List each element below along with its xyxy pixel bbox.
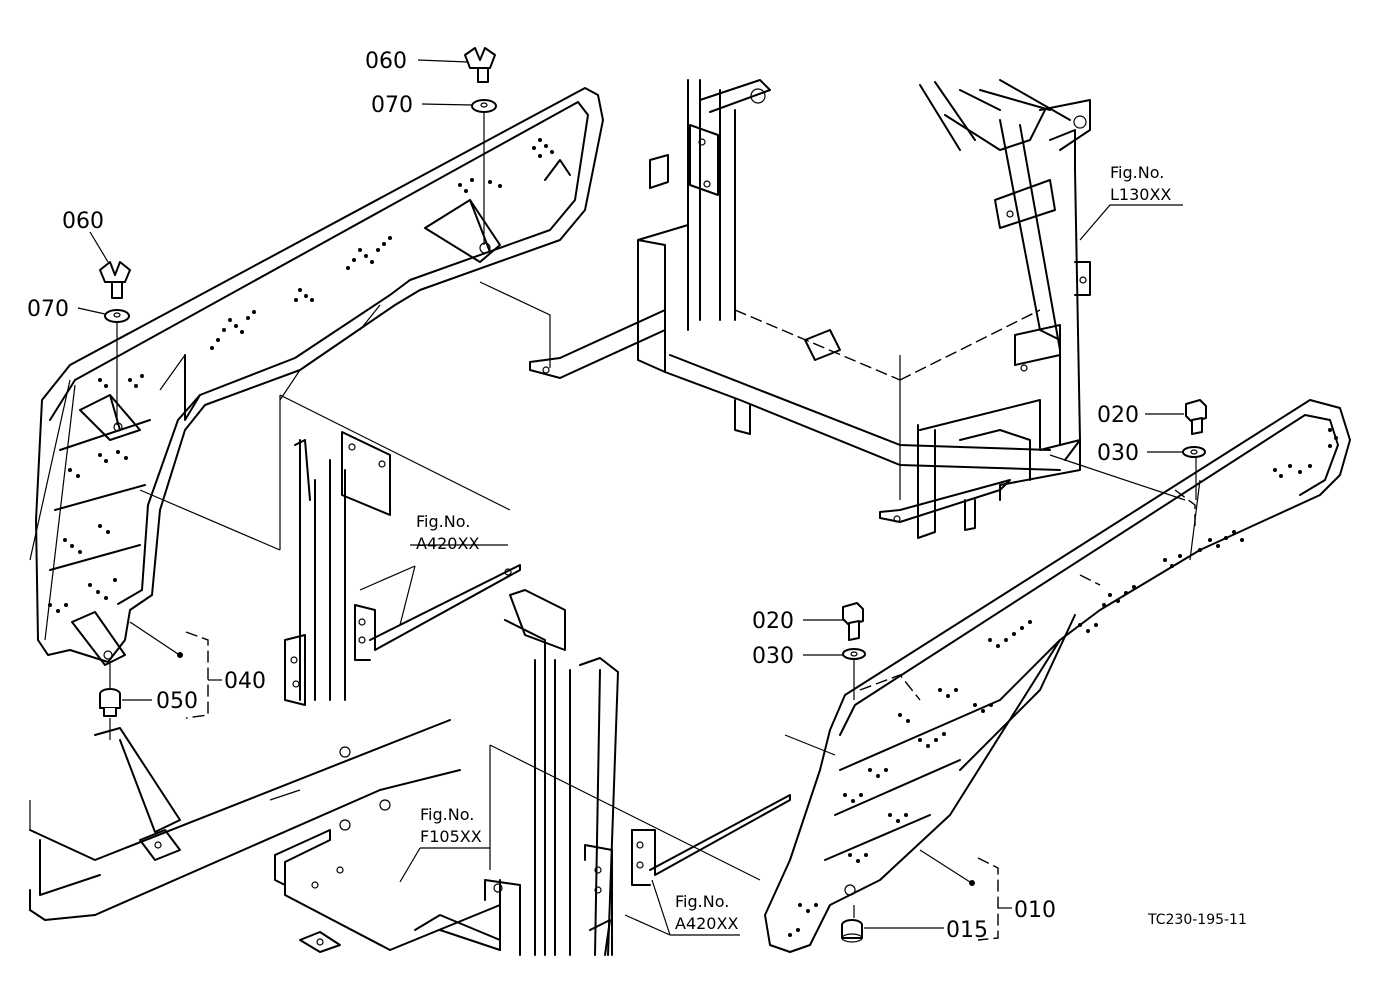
fig-ref-f105: Fig.No. F105XX [420,805,482,846]
label-020-front: 020 [752,609,794,634]
wing-bolt-060-top [464,47,496,83]
washer-070-top [471,99,497,113]
grommet-015 [841,919,863,943]
hardware [99,47,1207,943]
figure-references: Fig.No. L130XX Fig.No. A420XX Fig.No. F1… [416,163,1171,933]
center-brackets [279,394,791,956]
fig-ref-a420-upper: Fig.No. A420XX [416,512,479,553]
svg-text:Fig.No.: Fig.No. [1110,163,1164,182]
label-030-front: 030 [752,644,794,669]
label-015: 015 [946,918,988,943]
bolt-020-front [842,602,864,641]
fig-ref-l130: Fig.No. L130XX [1110,163,1171,204]
leader-lines [77,59,1184,941]
right-fender [764,399,1351,953]
svg-text:L130XX: L130XX [1110,185,1171,204]
bolt-020-right [1185,399,1207,435]
label-040: 040 [224,669,266,694]
part-labels: 060 070 060 070 040 050 020 030 020 030 … [27,49,1139,943]
svg-text:A420XX: A420XX [675,914,738,933]
washer-030-right [1182,446,1206,458]
fig-ref-a420-lower: Fig.No. A420XX [675,892,738,933]
label-010: 010 [1014,898,1056,923]
svg-text:Fig.No.: Fig.No. [675,892,729,911]
washer-030-front [842,648,866,660]
svg-text:F105XX: F105XX [420,827,482,846]
grommet-050 [99,688,121,717]
svg-text:Fig.No.: Fig.No. [416,512,470,531]
washer-070-left [104,309,130,323]
rear-frame [529,79,1091,539]
label-070-left: 070 [27,297,69,322]
assembly-lines [109,112,1197,918]
left-fender [29,87,604,666]
lower-frame [29,719,521,956]
svg-text:Fig.No.: Fig.No. [420,805,474,824]
drawing-code: TC230-195-11 [1147,912,1247,928]
label-030-right: 030 [1097,441,1139,466]
label-020-right: 020 [1097,403,1139,428]
svg-text:A420XX: A420XX [416,534,479,553]
label-060-top: 060 [365,49,407,74]
label-070-top: 070 [371,93,413,118]
label-050: 050 [156,689,198,714]
label-060-left: 060 [62,209,104,234]
wing-bolt-060-left [99,261,131,299]
